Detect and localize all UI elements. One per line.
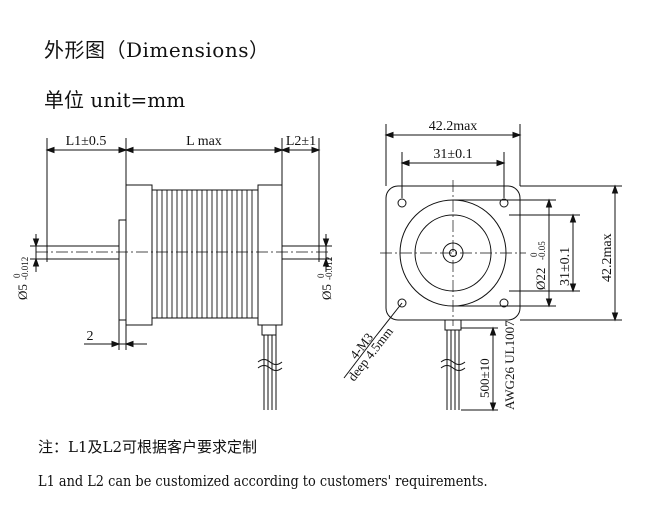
- rear-shaft-tol-lower: -0.012: [324, 257, 334, 280]
- wire-spec-label: AWG26 UL1007: [502, 320, 517, 410]
- dim-l1-label: L1±0.5: [66, 134, 107, 149]
- note-english: L1 and L2 can be customized according to…: [38, 472, 488, 490]
- side-view: [30, 138, 332, 410]
- dim-l-label: L max: [186, 134, 222, 149]
- hole-pitch-v-label: 31±0.1: [558, 247, 573, 286]
- dim-l2-label: L2±1: [286, 134, 316, 149]
- outer-width-label: 42.2max: [429, 119, 478, 134]
- front-view: [343, 124, 622, 412]
- front-shaft-tol-lower: -0.012: [20, 257, 30, 280]
- pilot-tol-lower: -0.05: [537, 241, 547, 260]
- cooling-fins: [156, 190, 253, 318]
- lead-length-label: 500±10: [477, 358, 492, 398]
- pilot-diameter-label: Ø22: [533, 268, 548, 290]
- page-title: 外形图（Dimensions）: [44, 38, 270, 62]
- pilot-tol-upper: 0: [529, 252, 539, 257]
- rear-shaft-diameter-label: Ø5: [319, 284, 334, 300]
- flange-thickness-label: 2: [87, 329, 94, 344]
- outer-height-label: 42.2max: [600, 233, 615, 282]
- note-chinese: 注：L1及L2可根据客户要求定制: [38, 438, 258, 456]
- front-shaft-diameter-label: Ø5: [15, 284, 30, 300]
- hole-pitch-h-label: 31±0.1: [433, 147, 472, 162]
- rear-shaft-tol-upper: 0: [316, 273, 326, 278]
- unit-label: 单位 unit=mm: [44, 88, 186, 112]
- front-shaft-tol-upper: 0: [12, 273, 22, 278]
